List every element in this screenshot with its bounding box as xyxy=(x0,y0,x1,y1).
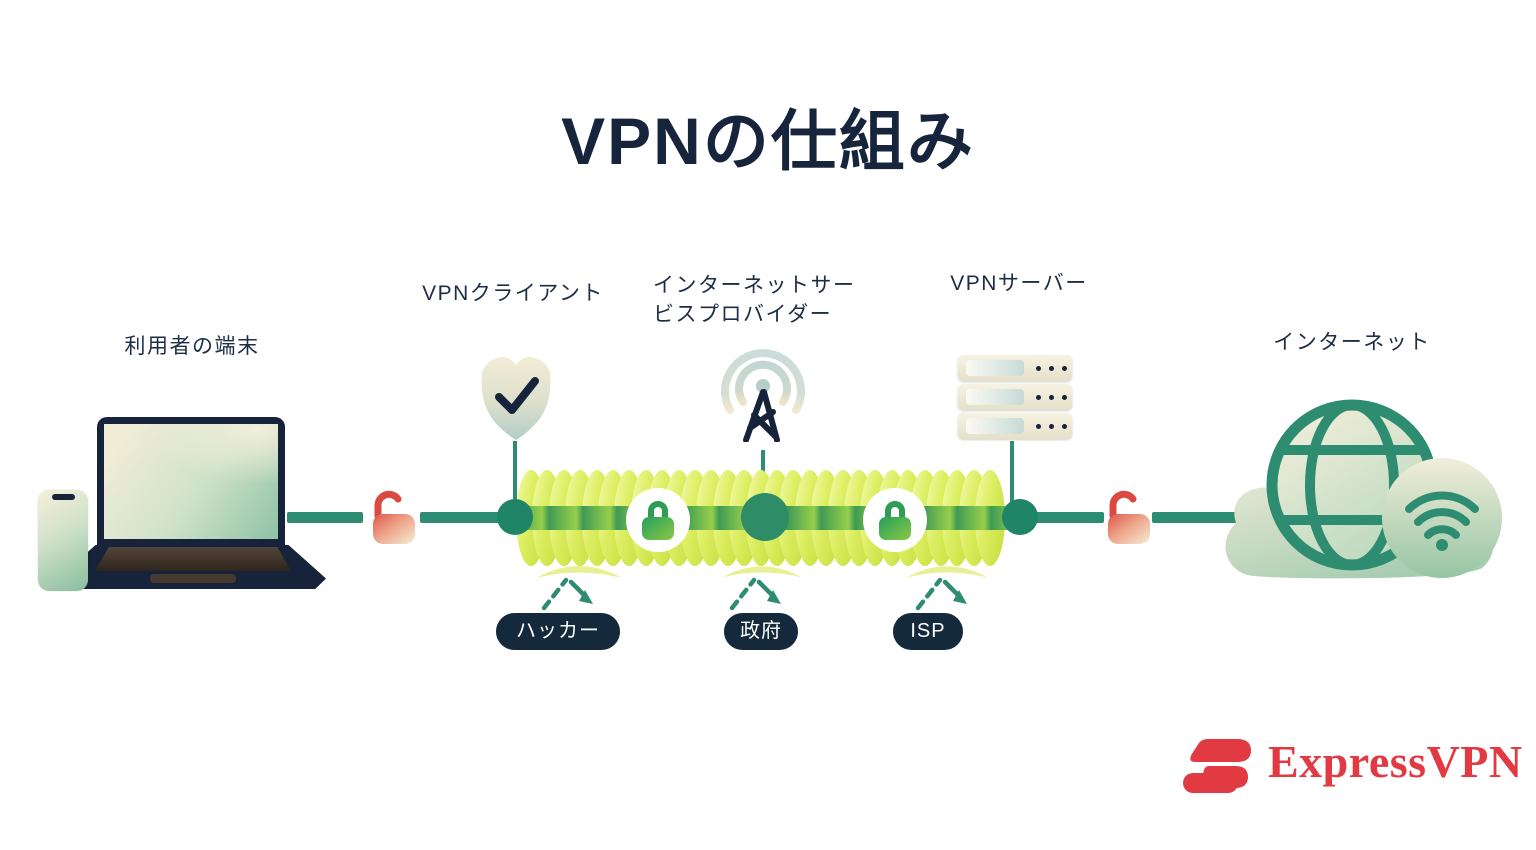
user-device-label: 利用者の端末 xyxy=(124,335,260,358)
open-lock-icon xyxy=(1108,490,1150,544)
server-stack-icon xyxy=(958,355,1072,381)
deflect-arrow-icon xyxy=(729,577,781,611)
phone-notch xyxy=(52,494,75,500)
isp-label: インターネットサー ビスプロバイダー xyxy=(653,271,889,329)
drop-line-vpn-server xyxy=(1010,441,1014,503)
connection-line xyxy=(1020,512,1104,523)
tunnel-node-middle xyxy=(741,493,789,541)
laptop-keyboard xyxy=(95,547,291,571)
threat-badge-government: 政府 xyxy=(724,613,798,650)
shield-check-icon xyxy=(481,357,551,440)
server-panel xyxy=(966,360,1024,376)
threat-badge-isp: ISP xyxy=(893,613,963,650)
closed-lock-icon xyxy=(879,501,911,540)
isp-label-line2: ビスプロバイダー xyxy=(653,303,833,326)
server-panel xyxy=(966,389,1024,405)
deflect-arrow-icon xyxy=(541,577,593,611)
server-panel xyxy=(966,418,1024,434)
phone-icon xyxy=(38,490,88,591)
laptop-icon xyxy=(97,417,285,546)
server-stack-icon xyxy=(958,384,1072,410)
encryption-badge xyxy=(626,488,690,552)
laptop-screen xyxy=(104,424,278,539)
wifi-icon xyxy=(1382,458,1502,578)
broadcast-antenna-icon xyxy=(721,349,805,442)
internet-icon-group xyxy=(1225,399,1502,579)
connection-line xyxy=(420,512,518,523)
deflect-arrow-icon xyxy=(915,577,967,611)
expressvpn-logo-text: ExpressVPN xyxy=(1268,736,1523,787)
isp-label-line1: インターネットサー xyxy=(653,274,856,297)
internet-label: インターネット xyxy=(1273,331,1431,354)
tunnel-node-right xyxy=(1002,499,1038,535)
drop-line-vpn-client xyxy=(513,441,517,503)
crescent-shield-arc xyxy=(905,566,989,578)
page-title: VPNの仕組み xyxy=(561,104,975,178)
crescent-shield-arc xyxy=(536,566,622,578)
open-lock-icon xyxy=(373,490,415,544)
threat-badge-hacker: ハッカー xyxy=(496,613,620,650)
tunnel-node-left xyxy=(497,499,533,535)
vpn-client-label: VPNクライアント xyxy=(422,282,604,305)
laptop-touchpad xyxy=(150,574,236,583)
closed-lock-icon xyxy=(642,501,674,540)
connection-line xyxy=(1152,512,1238,523)
connection-line xyxy=(287,512,363,523)
crescent-shield-arc xyxy=(721,566,803,578)
expressvpn-logo-icon xyxy=(1183,739,1251,793)
server-stack-icon xyxy=(958,413,1072,439)
encryption-badge xyxy=(863,488,927,552)
vpn-server-label: VPNサーバー xyxy=(950,272,1088,295)
